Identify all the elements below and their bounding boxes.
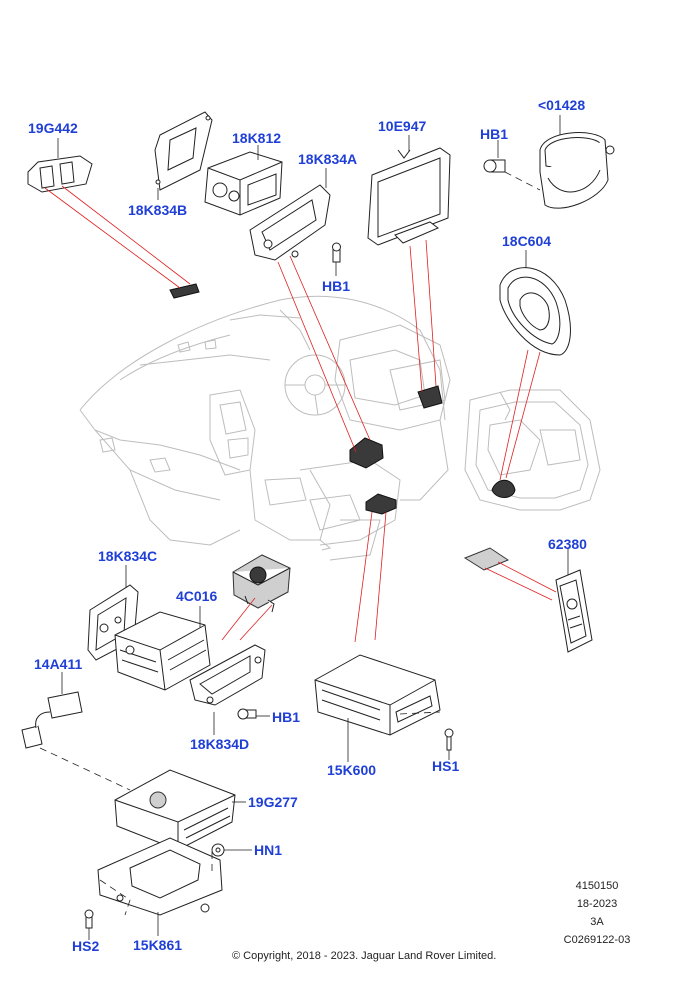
- part-18K834B[interactable]: [154, 111, 213, 191]
- reference-date: 18-2023: [576, 898, 618, 910]
- label-18K812[interactable]: 18K812: [232, 130, 282, 146]
- label-HN1[interactable]: HN1: [254, 842, 283, 858]
- label-15K600[interactable]: 15K600: [327, 762, 377, 778]
- label-18K834D[interactable]: 18K834D: [190, 736, 250, 752]
- part-18K834A[interactable]: [249, 184, 331, 261]
- console-module-highlight: [365, 493, 397, 515]
- part-19G277[interactable]: [114, 769, 236, 851]
- part-18K812[interactable]: [204, 151, 283, 216]
- label-19G442[interactable]: 19G442: [28, 120, 78, 136]
- dash-module-highlight: [349, 437, 384, 469]
- dash-switch-highlight: [169, 283, 200, 299]
- part-usb-stick[interactable]: [463, 547, 510, 571]
- reference-code: C0269122-03: [563, 934, 631, 946]
- label-01428[interactable]: <01428: [538, 97, 586, 113]
- label-HB1-low[interactable]: HB1: [272, 709, 301, 725]
- part-01428[interactable]: [539, 132, 615, 209]
- door-panel-outline: [464, 389, 601, 511]
- door-speaker-highlight: [491, 479, 516, 498]
- part-19G442[interactable]: [27, 155, 93, 193]
- part-HS1-screw[interactable]: [444, 728, 454, 751]
- label-HB1-mid[interactable]: HB1: [322, 278, 351, 294]
- label-18K834C[interactable]: 18K834C: [98, 548, 158, 564]
- label-HS1[interactable]: HS1: [432, 758, 460, 774]
- label-15K861[interactable]: 15K861: [133, 937, 183, 953]
- label-19G277[interactable]: 19G277: [248, 794, 298, 810]
- label-18C604[interactable]: 18C604: [502, 233, 552, 249]
- label-62380[interactable]: 62380: [548, 536, 587, 552]
- part-4C016[interactable]: [114, 611, 211, 691]
- copyright-notice: © Copyright, 2018 - 2023. Jaguar Land Ro…: [232, 950, 497, 962]
- part-62380[interactable]: [555, 569, 593, 653]
- label-18K834A[interactable]: 18K834A: [298, 151, 358, 167]
- part-HN1-nut[interactable]: [211, 843, 225, 857]
- reference-revision: 3A: [590, 916, 604, 928]
- part-HB1-bolt-top[interactable]: [332, 242, 341, 263]
- part-15K861[interactable]: [97, 837, 223, 916]
- red-reference-lines: [44, 185, 557, 643]
- part-18C604[interactable]: [499, 267, 571, 356]
- part-10E947[interactable]: [367, 147, 451, 246]
- part-15K600[interactable]: [314, 654, 441, 736]
- part-HB1-bolt-low[interactable]: [237, 708, 257, 720]
- label-18K834B[interactable]: 18K834B: [128, 202, 188, 218]
- label-14A411[interactable]: 14A411: [34, 656, 83, 672]
- part-amplifier-small[interactable]: [232, 554, 291, 613]
- dashed-connectors: [39, 171, 541, 916]
- part-HS2-screw[interactable]: [84, 909, 94, 929]
- leader-lines: [57, 115, 569, 940]
- glovebox-module-highlight: [417, 385, 443, 409]
- label-HS2[interactable]: HS2: [72, 938, 100, 954]
- label-4C016[interactable]: 4C016: [176, 588, 218, 604]
- part-18K834D[interactable]: [189, 644, 266, 706]
- part-14A411[interactable]: [21, 691, 83, 749]
- label-10E947[interactable]: 10E947: [378, 118, 427, 134]
- label-HB1-top[interactable]: HB1: [480, 126, 509, 142]
- dashboard-outline: [79, 295, 451, 561]
- reference-number: 4150150: [575, 880, 619, 892]
- part-HB1-bolt-right[interactable]: [483, 159, 506, 173]
